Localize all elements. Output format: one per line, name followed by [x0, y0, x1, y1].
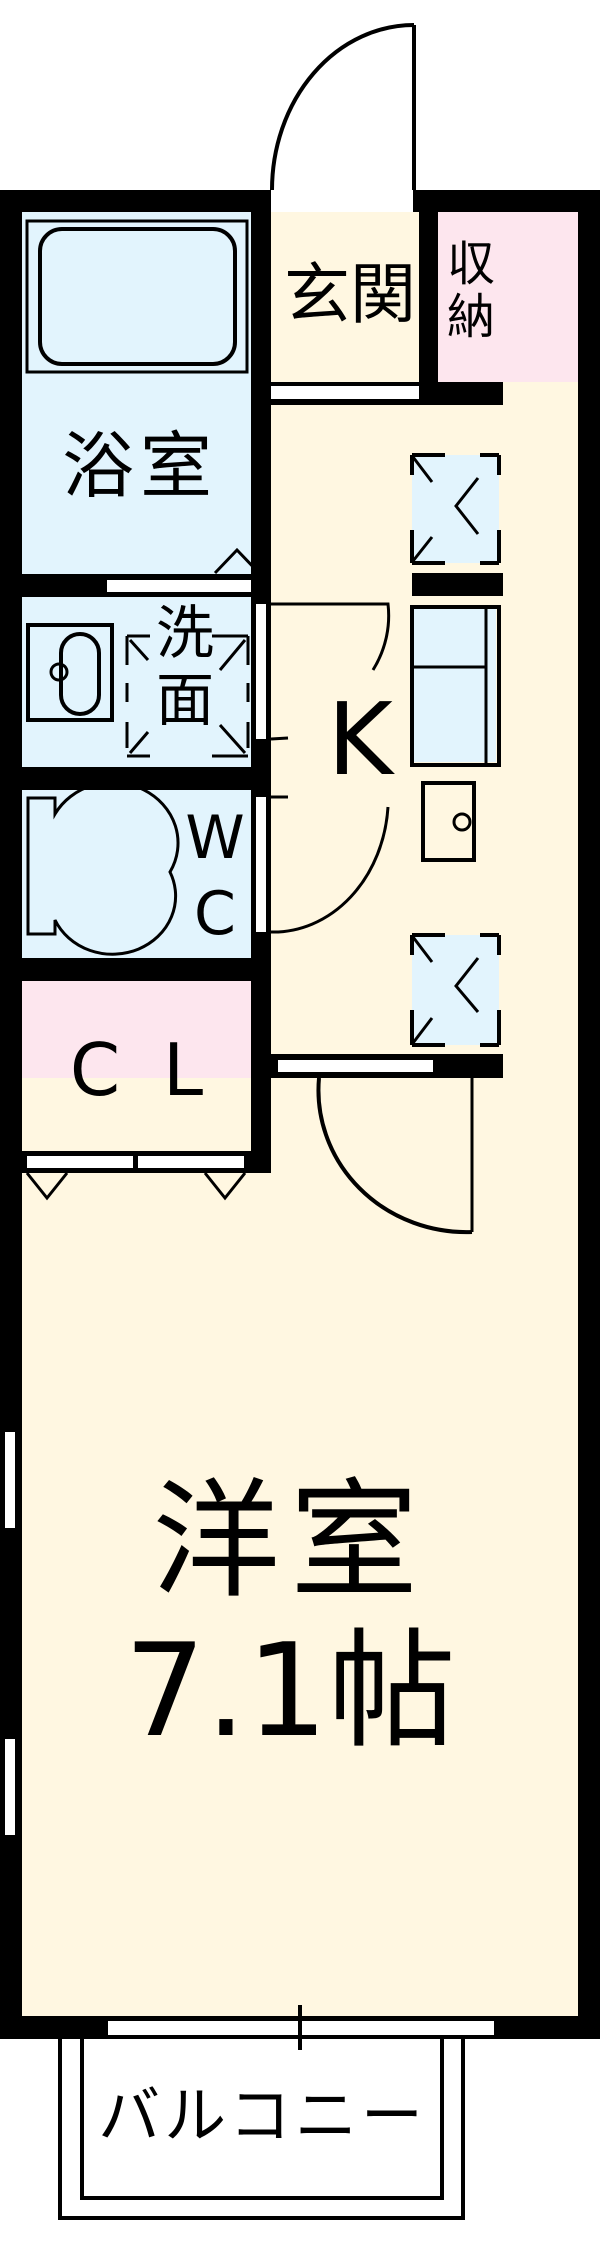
bathroom	[22, 212, 251, 574]
label-washroom: 洗面	[150, 599, 220, 734]
bath-door-opening[interactable]	[107, 580, 251, 592]
wall-right-outer	[578, 190, 600, 2039]
label-storage-text: 収納	[447, 236, 496, 345]
label-toilet-w: W	[185, 803, 245, 873]
wall-left	[0, 190, 22, 2039]
entrance	[271, 212, 419, 382]
wash-door-opening[interactable]	[256, 604, 266, 739]
label-entrance: 玄関	[284, 256, 416, 333]
label-western-room: 洋室	[151, 1467, 428, 1616]
wall-kitchen-fridge-divider	[412, 573, 503, 596]
closet-door-left[interactable]	[27, 1156, 133, 1168]
closet-door-right[interactable]	[138, 1156, 244, 1168]
storage-closet-entrance	[438, 212, 503, 382]
room-door-opening[interactable]	[278, 1060, 433, 1072]
entrance-door-arc-icon	[270, 23, 415, 191]
label-toilet-c: C	[194, 879, 236, 949]
wall-wc-closet	[0, 958, 271, 981]
entrance-door-opening[interactable]	[271, 197, 413, 207]
label-balcony: バルコニー	[98, 2079, 427, 2152]
wall-top-left	[0, 190, 271, 212]
western-room-upper	[271, 1078, 503, 1138]
label-washroom-text: 洗面	[155, 599, 214, 734]
wc-door-opening[interactable]	[256, 797, 266, 932]
label-storage: 収納	[440, 238, 502, 344]
window-left-1[interactable]	[5, 1432, 15, 1528]
label-bathroom: 浴室	[61, 424, 218, 508]
right-storage-fill	[503, 212, 578, 382]
label-closet: C L	[69, 1028, 204, 1112]
kitchen-counter	[414, 608, 496, 762]
label-room-size: 7.1帖	[124, 1617, 456, 1766]
entrance-kitchen-opening[interactable]	[271, 386, 419, 399]
window-left-2[interactable]	[5, 1739, 15, 1835]
western-room	[22, 1078, 503, 2019]
label-kitchen: K	[327, 681, 393, 798]
right-gap-fill	[503, 212, 578, 2016]
wall-wash-wc	[0, 767, 271, 790]
wall-storage-divider	[419, 212, 438, 392]
